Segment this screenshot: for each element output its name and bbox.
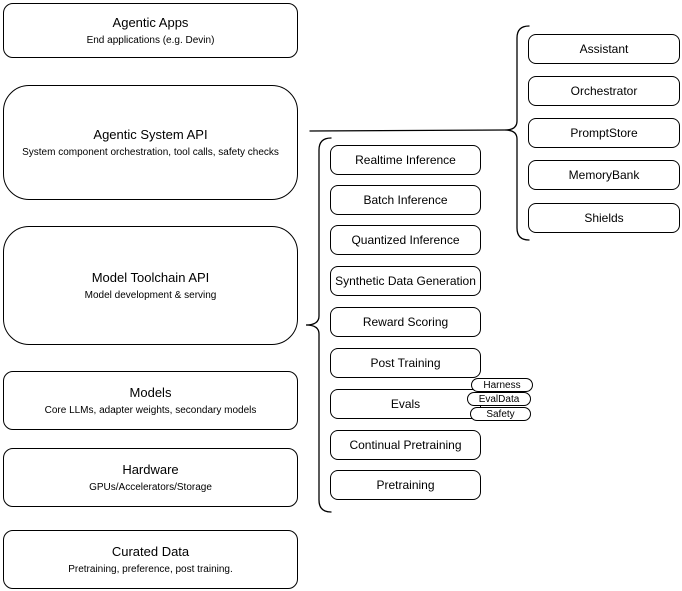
toolchain-api-realtime-inference: Realtime Inference [330, 145, 481, 175]
toolchain-api-quantized-inference: Quantized Inference [330, 225, 481, 255]
eval-tag-label: EvalData [478, 393, 520, 405]
layer-agentic-apps: Agentic Apps End applications (e.g. Devi… [3, 3, 298, 58]
layer-title: Agentic Apps [112, 14, 189, 30]
layer-models: Models Core LLMs, adapter weights, secon… [3, 371, 298, 430]
layer-subtitle: Pretraining, preference, post training. [68, 563, 233, 575]
model-toolchain-brace [305, 137, 332, 513]
toolchain-api-batch-inference: Batch Inference [330, 185, 481, 215]
agentic-component-label: PromptStore [570, 126, 638, 140]
eval-tag-harness: Harness [471, 378, 533, 392]
eval-tag-evaldata: EvalData [467, 392, 531, 406]
agentic-connector-line [309, 129, 506, 132]
layer-curated-data: Curated Data Pretraining, preference, po… [3, 530, 298, 589]
toolchain-api-post-training: Post Training [330, 348, 481, 378]
agentic-component-label: Assistant [579, 42, 629, 56]
agentic-components-brace [504, 25, 530, 241]
layer-title: Model Toolchain API [91, 269, 210, 285]
toolchain-api-label: Evals [390, 397, 421, 411]
eval-tag-label: Safety [486, 408, 515, 420]
eval-tag-label: Harness [483, 379, 521, 391]
agentic-component-label: Shields [584, 211, 624, 225]
agentic-component-label: Orchestrator [570, 84, 638, 98]
eval-tag-safety: Safety [470, 407, 531, 421]
agentic-component-promptstore: PromptStore [528, 118, 680, 148]
toolchain-api-label: Reward Scoring [362, 315, 449, 329]
toolchain-api-synthetic-data-generation: Synthetic Data Generation [330, 266, 481, 296]
layer-agentic-system-api: Agentic System API System component orch… [3, 85, 298, 200]
layer-hardware: Hardware GPUs/Accelerators/Storage [3, 448, 298, 507]
layer-subtitle: System component orchestration, tool cal… [22, 146, 279, 158]
toolchain-api-label: Realtime Inference [355, 153, 456, 167]
toolchain-api-label: Post Training [370, 356, 441, 370]
layer-title: Models [129, 384, 172, 400]
layer-subtitle: Model development & serving [84, 289, 217, 301]
toolchain-api-label: Synthetic Data Generation [335, 274, 476, 288]
toolchain-api-label: Continual Pretraining [349, 438, 462, 452]
toolchain-api-label: Pretraining [376, 478, 435, 492]
layer-subtitle: End applications (e.g. Devin) [86, 34, 215, 46]
toolchain-api-evals: Evals [330, 389, 481, 419]
layer-title: Curated Data [111, 543, 190, 559]
layer-title: Agentic System API [93, 126, 208, 142]
toolchain-api-pretraining: Pretraining [330, 470, 481, 500]
agentic-component-shields: Shields [528, 203, 680, 233]
toolchain-api-continual-pretraining: Continual Pretraining [330, 430, 481, 460]
agentic-component-memorybank: MemoryBank [528, 160, 680, 190]
layer-model-toolchain-api: Model Toolchain API Model development & … [3, 226, 298, 345]
layer-subtitle: Core LLMs, adapter weights, secondary mo… [44, 404, 257, 416]
toolchain-api-label: Batch Inference [363, 193, 448, 207]
agentic-component-label: MemoryBank [568, 168, 640, 182]
layer-subtitle: GPUs/Accelerators/Storage [89, 481, 212, 493]
layer-title: Hardware [122, 461, 179, 477]
toolchain-api-label: Quantized Inference [351, 233, 460, 247]
agentic-component-assistant: Assistant [528, 34, 680, 64]
toolchain-api-reward-scoring: Reward Scoring [330, 307, 481, 337]
agentic-component-orchestrator: Orchestrator [528, 76, 680, 106]
